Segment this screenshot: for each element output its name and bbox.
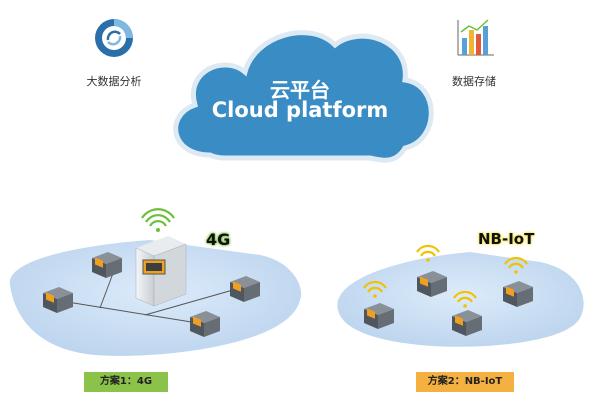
scheme-2-badge: 方案2：NB-IoT [416, 372, 514, 392]
circular-analytics-icon [95, 19, 133, 57]
wifi-signal-icon [363, 244, 528, 303]
bar-chart-storage-icon [457, 19, 494, 56]
gateway-cabinet-icon [135, 236, 187, 307]
cloud-title-en: Cloud platform [211, 98, 389, 122]
big-data-analysis-label: 大数据分析 [86, 75, 142, 88]
cloud-shape [173, 30, 434, 163]
network-label-nb-iot: NB-IoT [478, 230, 535, 248]
wifi-signal-icon [141, 208, 175, 232]
network-label-4g: 4G [206, 230, 231, 249]
data-storage-label: 数据存储 [452, 75, 496, 88]
cloud-title-cn: 云平台 [270, 78, 330, 102]
scheme-1-badge: 方案1：4G [84, 372, 168, 392]
